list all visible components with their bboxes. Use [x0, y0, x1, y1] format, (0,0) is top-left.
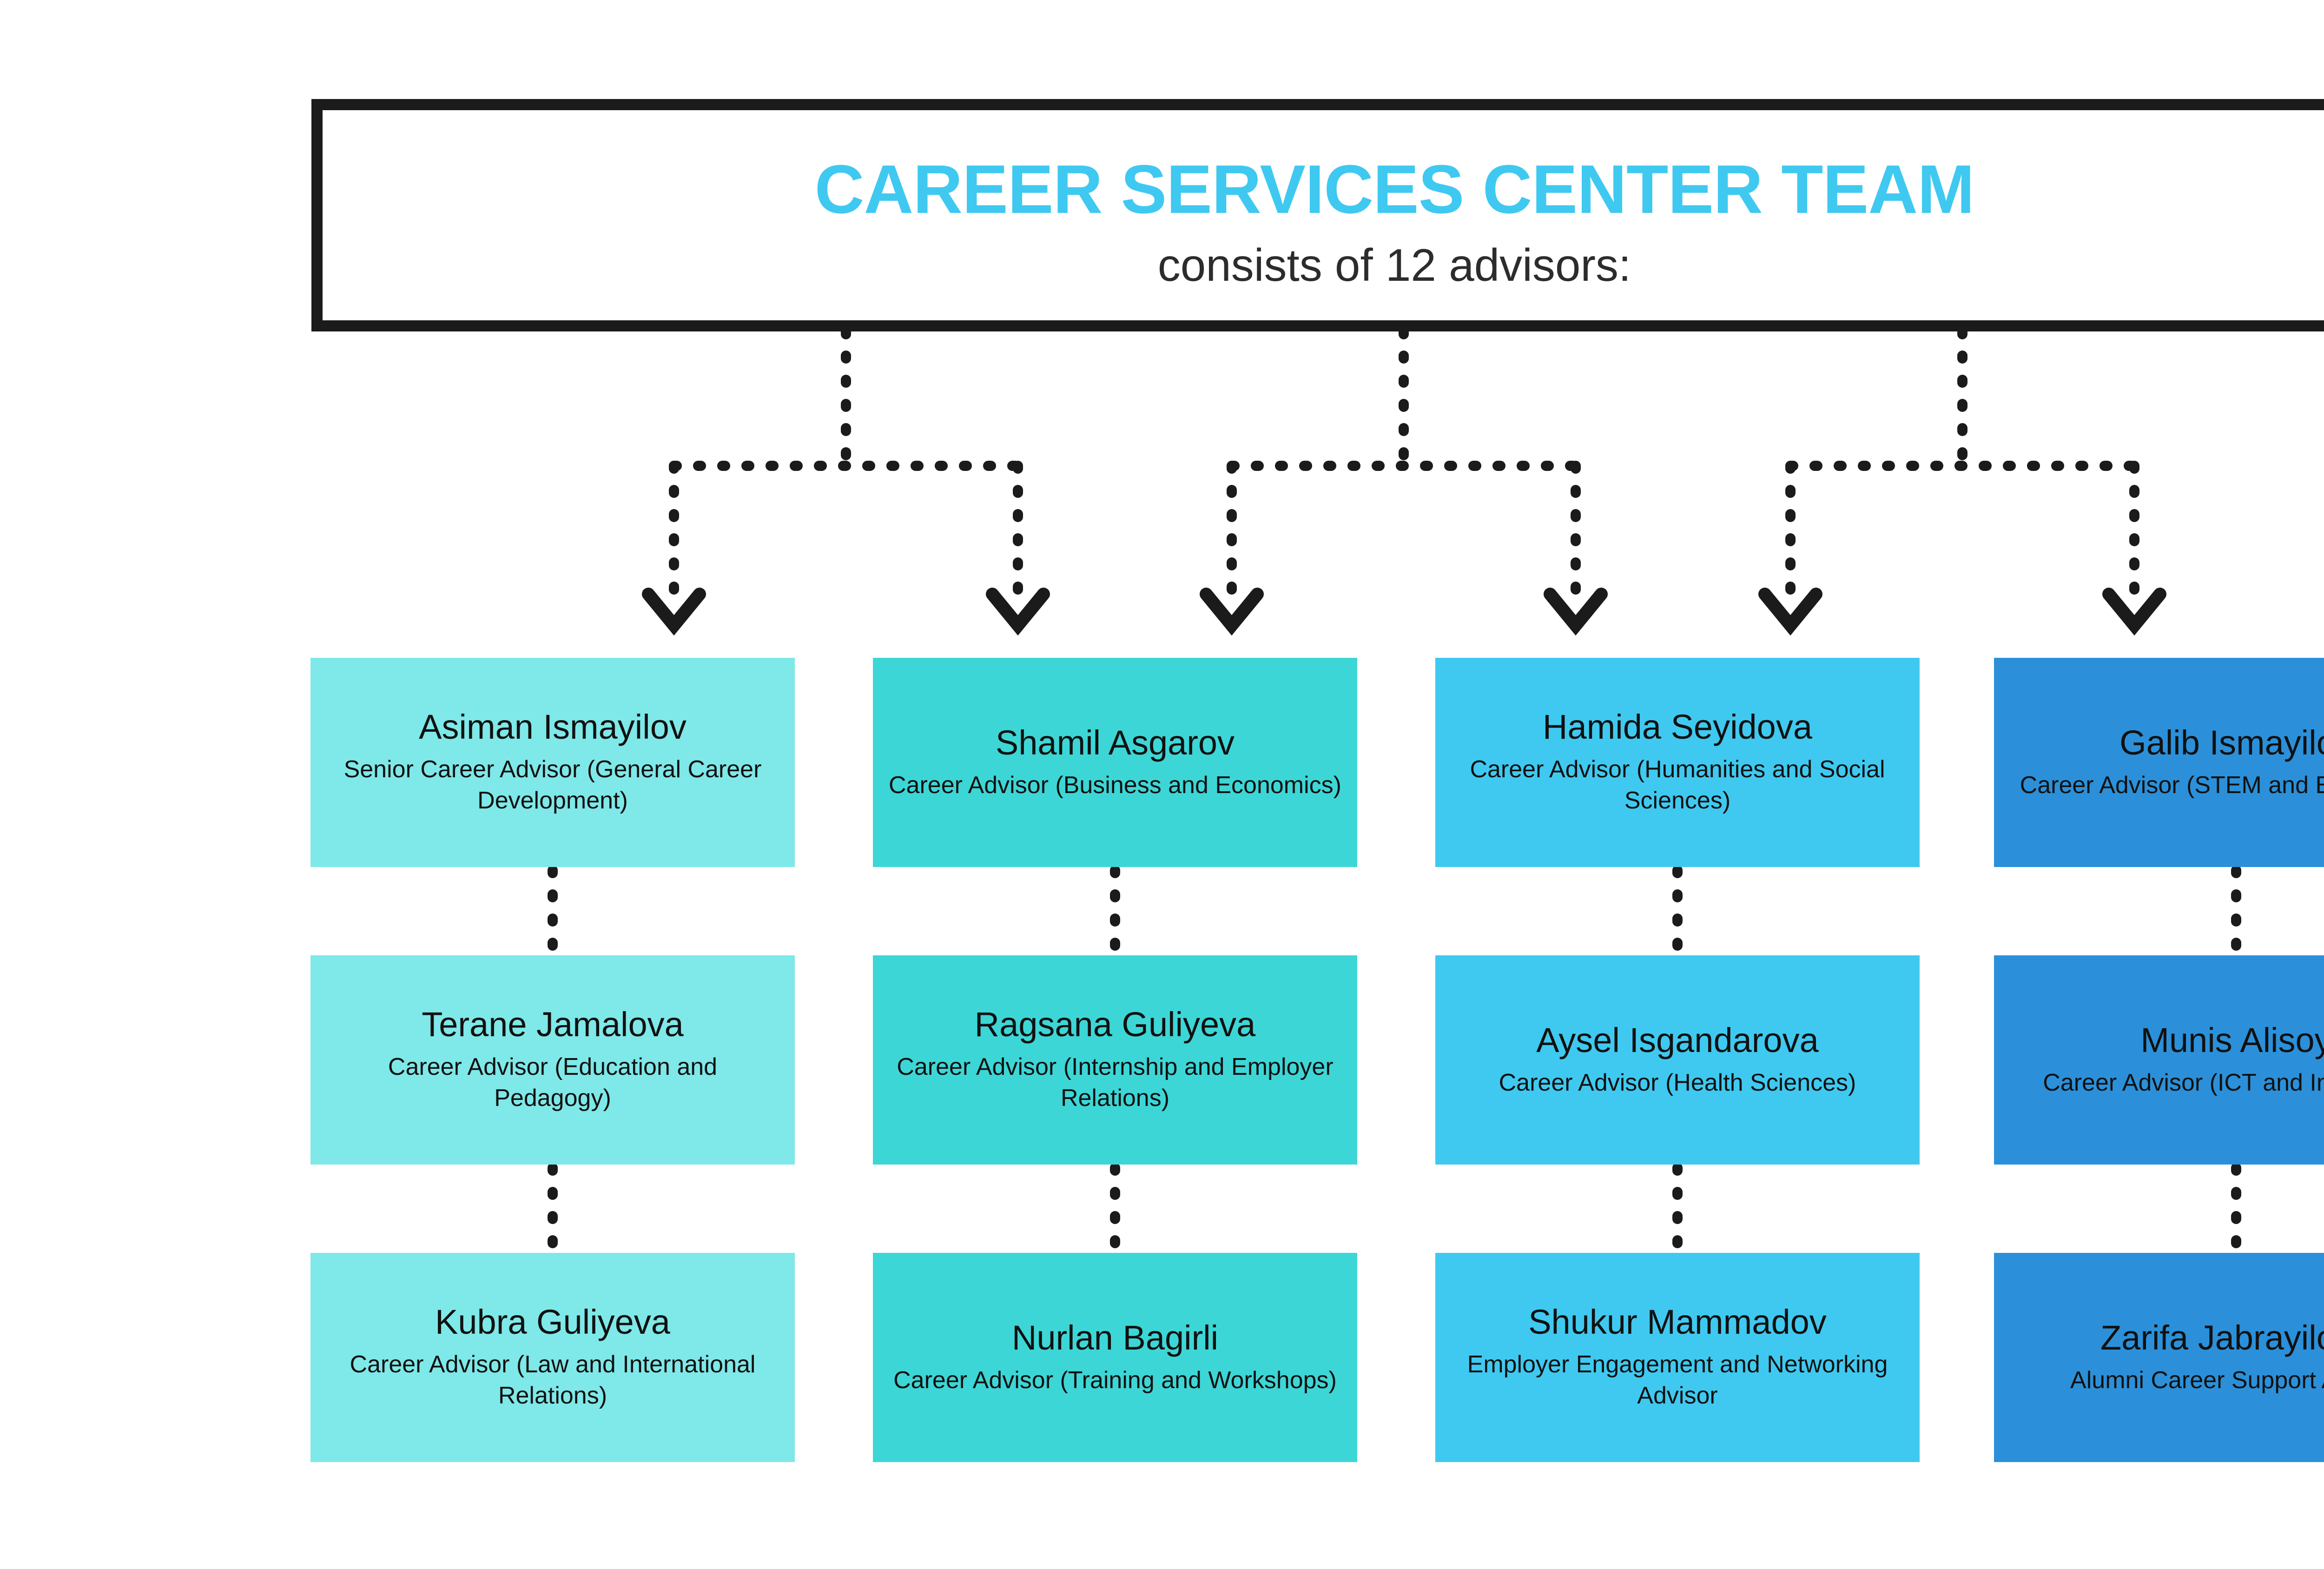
- advisor-name: Nurlan Bagirli: [1011, 1318, 1219, 1357]
- advisor-card[interactable]: Hamida Seyidova Career Advisor (Humaniti…: [1435, 658, 1920, 867]
- advisor-role: Career Advisor (ICT and Innovation): [2043, 1069, 2324, 1096]
- advisor-card[interactable]: Kubra Guliyeva Career Advisor (Law and I…: [310, 1253, 795, 1462]
- advisor-role: Career Advisor (Health Sciences): [1499, 1069, 1856, 1096]
- page-subtitle: consists of 12 advisors:: [1157, 239, 1631, 291]
- advisor-card[interactable]: Munis Alisoy Career Advisor (ICT and Inn…: [1994, 955, 2324, 1165]
- intra-column-links: [548, 865, 2241, 1255]
- advisor-name: Aysel Isgandarova: [1536, 1020, 1819, 1059]
- arrowheads-group-2: [1200, 588, 1608, 636]
- advisor-role: Career Advisor (Training and Workshops): [893, 1366, 1337, 1394]
- advisor-column-1: Asiman Ismayilov Senior Career Advisor (…: [310, 658, 795, 1462]
- advisor-name: Asiman Ismayilov: [419, 707, 687, 746]
- advisor-card[interactable]: Ragsana Guliyeva Career Advisor (Interns…: [873, 955, 1357, 1165]
- connector-group-3: [1785, 326, 2139, 595]
- advisor-name: Hamida Seyidova: [1543, 707, 1812, 746]
- advisor-card[interactable]: Terane Jamalova Career Advisor (Educatio…: [310, 955, 795, 1165]
- advisor-name: Shamil Asgarov: [995, 723, 1235, 762]
- advisor-name: Zarifa Jabrayilova: [2100, 1318, 2324, 1357]
- arrowheads-group-3: [1758, 588, 2166, 636]
- advisor-card[interactable]: Zarifa Jabrayilova Alumni Career Support…: [1994, 1253, 2324, 1462]
- advisor-role: Career Advisor (Internship and Employer …: [897, 1053, 1334, 1112]
- advisor-role: Career Advisor (Law and International Re…: [350, 1351, 756, 1410]
- advisor-card[interactable]: Shamil Asgarov Career Advisor (Business …: [873, 658, 1357, 867]
- connector-group-2: [1227, 326, 1581, 595]
- advisor-card[interactable]: Nurlan Bagirli Career Advisor (Training …: [873, 1253, 1357, 1462]
- advisor-column-3: Hamida Seyidova Career Advisor (Humaniti…: [1435, 658, 1920, 1462]
- advisor-role: Alumni Career Support Advisor: [2070, 1366, 2324, 1394]
- arrowheads-group-1: [642, 588, 1050, 636]
- advisor-column-4: Galib Ismayilov Career Advisor (STEM and…: [1994, 658, 2324, 1462]
- advisor-name: Munis Alisoy: [2140, 1020, 2324, 1059]
- advisor-role: Career Advisor (Education and Pedagogy): [388, 1053, 718, 1112]
- advisor-card[interactable]: Aysel Isgandarova Career Advisor (Health…: [1435, 955, 1920, 1165]
- advisor-role: Career Advisor (STEM and Engineering): [2020, 771, 2324, 799]
- advisor-name: Galib Ismayilov: [2119, 723, 2324, 762]
- advisor-card[interactable]: Galib Ismayilov Career Advisor (STEM and…: [1994, 658, 2324, 867]
- advisor-role: Career Advisor (Humanities and Social Sc…: [1470, 755, 1885, 814]
- advisor-name: Kubra Guliyeva: [435, 1302, 670, 1341]
- page-title: CAREER SERVICES CENTER TEAM: [814, 151, 1975, 228]
- advisor-name: Shukur Mammadov: [1528, 1302, 1827, 1341]
- advisor-role: Employer Engagement and Networking Advis…: [1467, 1351, 1888, 1410]
- connector-group-1: [669, 326, 1023, 595]
- advisor-card[interactable]: Shukur Mammadov Employer Engagement and …: [1435, 1253, 1920, 1462]
- advisor-role: Senior Career Advisor (General Career De…: [343, 755, 762, 814]
- root-node-header: CAREER SERVICES CENTER TEAM consists of …: [311, 99, 2324, 331]
- advisor-name: Ragsana Guliyeva: [974, 1005, 1256, 1044]
- advisor-column-2: Shamil Asgarov Career Advisor (Business …: [873, 658, 1357, 1462]
- advisor-card[interactable]: Asiman Ismayilov Senior Career Advisor (…: [310, 658, 795, 867]
- advisor-name: Terane Jamalova: [422, 1005, 684, 1044]
- advisor-role: Career Advisor (Business and Economics): [889, 771, 1341, 799]
